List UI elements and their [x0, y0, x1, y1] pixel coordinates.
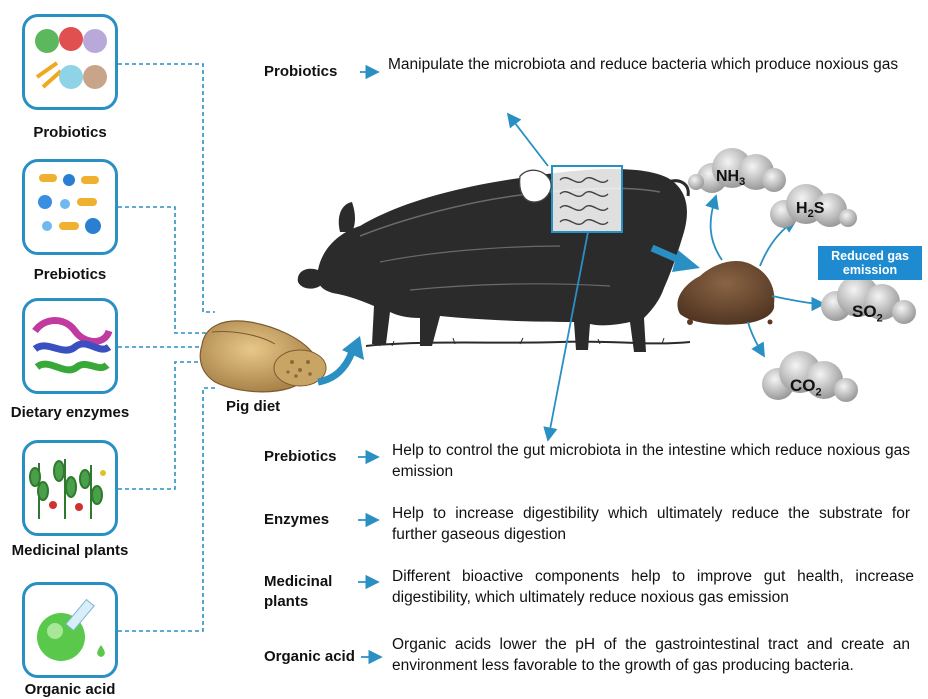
card-label-probiotics: Probiotics [10, 124, 130, 141]
card-label-organic-acid: Organic acid [10, 681, 130, 698]
connector-probiotics [118, 64, 215, 312]
pig-diet-label: Pig diet [226, 398, 280, 415]
def-text-enzymes: Help to increase digestibility which ult… [392, 503, 910, 545]
pig-illustration [298, 169, 690, 352]
medicinal-plants-icon [25, 443, 115, 533]
card-label-medicinal-plants: Medicinal plants [0, 542, 142, 559]
def-label-enzymes: Enzymes [264, 510, 329, 530]
prebiotics-card [22, 159, 118, 255]
feed-sack-icon [200, 321, 326, 392]
def-text-probiotics: Manipulate the microbiota and reduce bac… [388, 54, 908, 75]
gas-label-so2: SO2 [852, 302, 883, 324]
gas-label-nh3: NH3 [716, 168, 745, 188]
connector-organic [118, 388, 218, 631]
manure-pile-icon [677, 261, 774, 325]
flask-icon [25, 585, 115, 675]
def-text-medicinal-plants: Different bioactive components help to i… [392, 566, 914, 608]
dietary-enzymes-card [22, 298, 118, 394]
probiotics-card [22, 14, 118, 110]
prebiotics-molecules-icon [25, 162, 115, 252]
connector-prebiotics [118, 207, 210, 333]
gas-label-h2s: H2S [796, 200, 824, 220]
def-label-prebiotics: Prebiotics [264, 447, 337, 467]
def-text-prebiotics: Help to control the gut microbiota in th… [392, 440, 910, 482]
medicinal-plants-card [22, 440, 118, 536]
callout-to-probiotics [508, 114, 548, 166]
connector-medicinal [118, 362, 212, 489]
probiotics-bacteria-icon [25, 17, 115, 107]
gas-label-co2: CO2 [790, 376, 822, 398]
card-label-prebiotics: Prebiotics [10, 266, 130, 283]
def-label-organic-acid: Organic acid [264, 647, 355, 667]
def-text-organic-acid: Organic acids lower the pH of the gastro… [392, 634, 910, 676]
def-label-probiotics: Probiotics [264, 62, 337, 82]
enzyme-protein-icon [25, 301, 115, 391]
organic-acid-card [22, 582, 118, 678]
card-label-dietary-enzymes: Dietary enzymes [0, 404, 142, 421]
